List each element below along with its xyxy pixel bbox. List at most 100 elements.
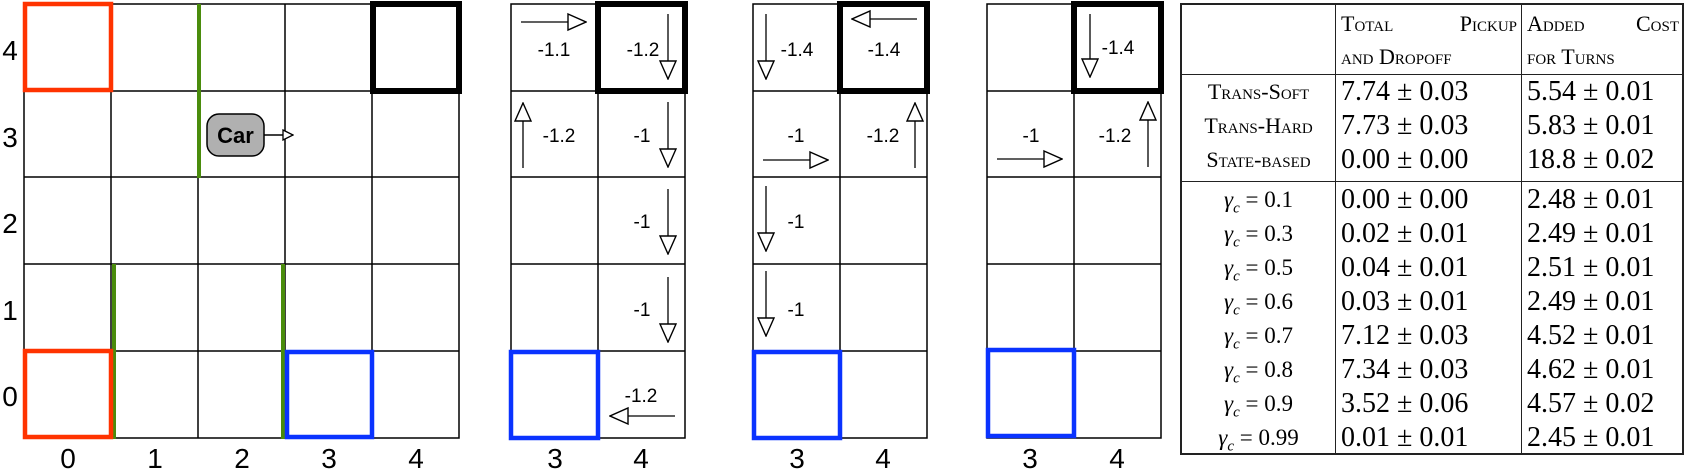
table-row: Trans-Hard 7.73 ± 0.03 5.83 ± 0.01 (1182, 109, 1682, 143)
svg-text:4: 4 (633, 443, 649, 471)
turns-value: 2.45 ± 0.01 (1527, 422, 1655, 453)
svg-text:-1: -1 (788, 300, 805, 321)
svg-text:3: 3 (789, 443, 805, 471)
pickup-value: 0.04 ± 0.01 (1341, 252, 1469, 283)
svg-text:2: 2 (2, 208, 18, 239)
svg-text:4: 4 (2, 35, 18, 66)
pickup-value: 7.74 ± 0.03 (1341, 76, 1469, 107)
svg-text:-1.2: -1.2 (627, 40, 660, 61)
svg-text:-1: -1 (1023, 126, 1040, 147)
section-divider (1182, 181, 1682, 182)
black-start (595, 1, 688, 94)
policy-panel-1: -1.1 -1.2 -1.2 -1 -1 -1 -1.2 3 4 (508, 1, 688, 471)
table-row: γc = 0.8 7.34 ± 0.03 4.62 ± 0.01 (1182, 353, 1682, 387)
table-row: γc = 0.99 0.01 ± 0.01 2.45 ± 0.01 (1182, 421, 1682, 455)
gridworld-figure: Car 4 3 2 1 0 0 1 2 3 4 -1.1 -1.2 -1 (2, 1, 1164, 471)
red-location-top (22, 1, 114, 93)
gamma-label: γc = 0.1 (1224, 187, 1293, 217)
table-row: State-based 0.00 ± 0.00 18.8 ± 0.02 (1182, 143, 1682, 177)
column-divider (1521, 5, 1522, 453)
svg-text:-1.2: -1.2 (1099, 126, 1132, 147)
svg-text:-1.4: -1.4 (781, 40, 814, 61)
black-start (837, 1, 930, 94)
svg-text:1: 1 (147, 443, 163, 471)
turns-value: 5.54 ± 0.01 (1527, 76, 1655, 107)
svg-text:3: 3 (547, 443, 563, 471)
svg-text:3: 3 (1022, 443, 1038, 471)
row-label: Trans-Soft (1207, 79, 1310, 104)
table-row: γc = 0.5 0.04 ± 0.01 2.51 ± 0.01 (1182, 251, 1682, 285)
blue-destination (284, 349, 375, 440)
y-axis-labels: 4 3 2 1 0 (2, 35, 18, 412)
red-location-bottom (22, 348, 114, 440)
turns-value: 2.51 ± 0.01 (1527, 252, 1655, 283)
black-start (370, 1, 462, 94)
svg-text:-1.2: -1.2 (867, 126, 900, 147)
policy-panel-3: -1.4 -1 -1.2 3 4 (985, 1, 1164, 471)
table-row: γc = 0.9 3.52 ± 0.06 4.57 ± 0.02 (1182, 387, 1682, 421)
turns-value: 4.57 ± 0.02 (1527, 388, 1655, 419)
svg-text:-1: -1 (788, 212, 805, 233)
svg-text:-1: -1 (634, 126, 651, 147)
table-row: γc = 0.7 7.12 ± 0.03 4.52 ± 0.01 (1182, 319, 1682, 353)
pickup-value: 0.01 ± 0.01 (1341, 422, 1469, 453)
blue-destination (508, 349, 601, 441)
svg-text:-1.1: -1.1 (538, 40, 571, 61)
pickup-value: 0.02 ± 0.01 (1341, 218, 1469, 249)
svg-text:4: 4 (1109, 443, 1125, 471)
table-row: γc = 0.3 0.02 ± 0.01 2.49 ± 0.01 (1182, 217, 1682, 251)
turns-value: 2.49 ± 0.01 (1527, 286, 1655, 317)
svg-text:-1.2: -1.2 (625, 386, 658, 407)
turns-value: 2.48 ± 0.01 (1527, 184, 1655, 215)
svg-text:0: 0 (2, 381, 18, 412)
gamma-label: γc = 0.3 (1224, 221, 1293, 251)
svg-text:-1: -1 (634, 212, 651, 233)
pickup-value: 0.00 ± 0.00 (1341, 184, 1469, 215)
black-start (1071, 1, 1164, 94)
x-axis-labels: 0 1 2 3 4 (60, 443, 424, 471)
row-label: State-based (1206, 147, 1311, 172)
blue-destination (985, 347, 1077, 439)
pickup-value: 7.12 ± 0.03 (1341, 320, 1469, 351)
table-row: Trans-Soft 7.74 ± 0.03 5.54 ± 0.01 (1182, 75, 1682, 109)
turns-value: 18.8 ± 0.02 (1527, 144, 1655, 175)
policy-panel-2: -1.4 -1.4 -1 -1.2 -1 -1 3 4 (751, 1, 930, 471)
column-divider (1335, 5, 1336, 453)
table-row: γc = 0.6 0.03 ± 0.01 2.49 ± 0.01 (1182, 285, 1682, 319)
turns-value: 2.49 ± 0.01 (1527, 218, 1655, 249)
gamma-label: γc = 0.6 (1224, 289, 1293, 319)
turns-value: 4.62 ± 0.01 (1527, 354, 1655, 385)
blue-destination (751, 349, 843, 441)
svg-text:3: 3 (2, 122, 18, 153)
svg-text:3: 3 (321, 443, 337, 471)
svg-text:-1: -1 (634, 300, 651, 321)
gamma-label: γc = 0.9 (1224, 391, 1293, 421)
car-icon: Car (206, 113, 293, 157)
gamma-label: γc = 0.7 (1224, 323, 1293, 353)
svg-text:-1.2: -1.2 (543, 126, 576, 147)
pickup-value: 7.34 ± 0.03 (1341, 354, 1469, 385)
pickup-value: 0.03 ± 0.01 (1341, 286, 1469, 317)
gamma-label: γc = 0.5 (1224, 255, 1293, 285)
svg-text:4: 4 (408, 443, 424, 471)
main-grid (23, 3, 460, 439)
svg-text:1: 1 (2, 295, 18, 326)
gamma-label: γc = 0.99 (1218, 425, 1299, 455)
gamma-label: γc = 0.8 (1224, 357, 1293, 387)
svg-text:2: 2 (234, 443, 250, 471)
svg-text:4: 4 (875, 443, 891, 471)
pickup-value: 3.52 ± 0.06 (1341, 388, 1469, 419)
svg-text:-1.4: -1.4 (1102, 38, 1135, 59)
row-label: Trans-Hard (1204, 113, 1313, 138)
header-divider (1182, 74, 1682, 75)
turns-value: 4.52 ± 0.01 (1527, 320, 1655, 351)
car-label: Car (217, 123, 254, 148)
turns-value: 5.83 ± 0.01 (1527, 110, 1655, 141)
svg-text:-1.4: -1.4 (868, 40, 901, 61)
table-row: γc = 0.1 0.00 ± 0.00 2.48 ± 0.01 (1182, 183, 1682, 217)
pickup-value: 0.00 ± 0.00 (1341, 144, 1469, 175)
svg-text:-1: -1 (788, 126, 805, 147)
